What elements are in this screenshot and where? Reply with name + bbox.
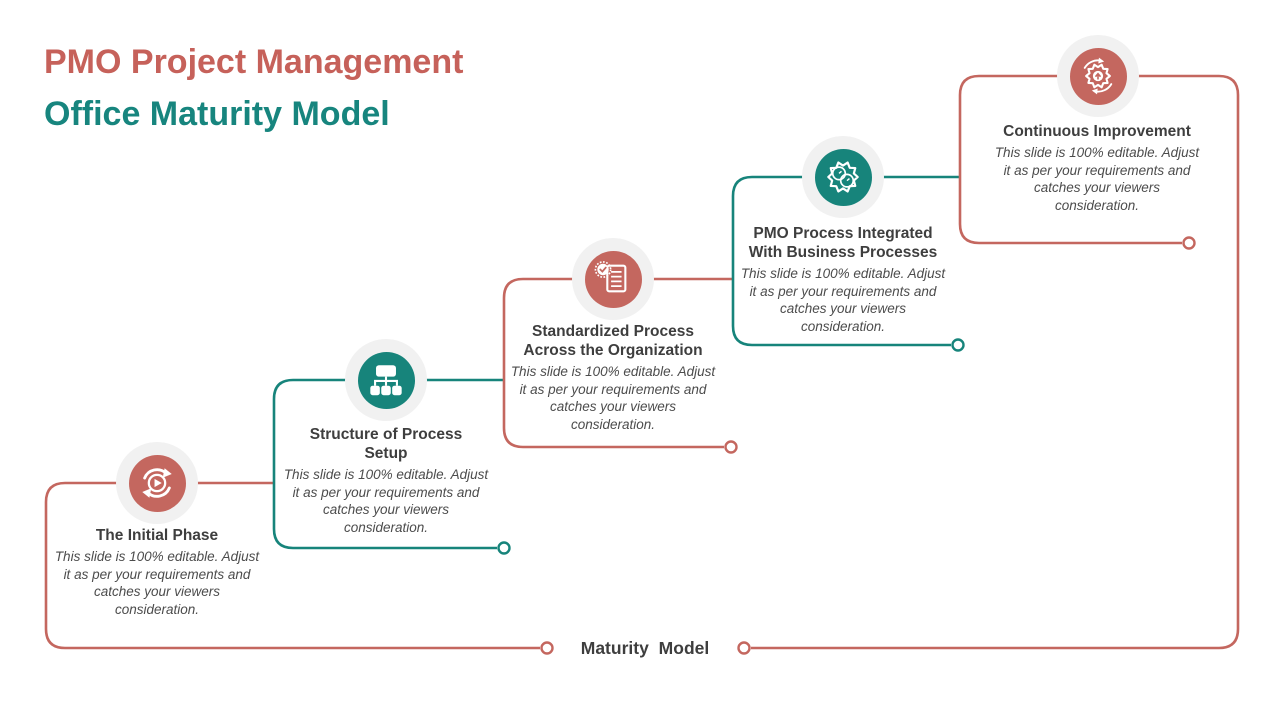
stage-3-icon-badge <box>572 238 654 320</box>
page-title-line1: PMO Project Management <box>44 43 464 81</box>
stage-3-endpoint-dot <box>724 440 738 454</box>
page-title-line2: Office Maturity Model <box>44 95 390 133</box>
stage-3-connector <box>502 277 733 449</box>
certified-document-icon <box>594 261 627 293</box>
stage-1-text: The Initial Phase This slide is 100% edi… <box>27 526 287 618</box>
stage-4-title: PMO Process Integrated With Business Pro… <box>713 224 973 262</box>
stage-3-text: Standardized Process Across the Organiza… <box>483 322 743 433</box>
stage-5-description: This slide is 100% editable. Adjust it a… <box>994 145 1200 213</box>
stage-1-title: The Initial Phase <box>27 526 287 545</box>
stage-4-title-line: With Business Processes <box>748 244 938 261</box>
stage-1-icon-circle <box>128 454 186 512</box>
stage-5-title: Continuous Improvement <box>967 122 1227 141</box>
stage-5-text: Continuous Improvement This slide is 100… <box>967 122 1227 214</box>
stage-5-icon-circle <box>1069 47 1127 105</box>
stage-4-text: PMO Process Integrated With Business Pro… <box>713 224 973 335</box>
stage-2-connector <box>272 378 504 550</box>
stage-2-endpoint-dot <box>497 541 511 555</box>
stage-3-icon-circle <box>584 250 642 308</box>
gears-integration-icon <box>827 161 859 193</box>
stage-4-title-line: PMO Process Integrated <box>753 225 933 242</box>
stage-2-title-line: Setup <box>364 445 408 462</box>
stage-2-text: Structure of Process Setup This slide is… <box>256 425 516 536</box>
stage-4-description: This slide is 100% editable. Adjust it a… <box>740 266 946 334</box>
stage-2-icon-badge <box>345 339 427 421</box>
stage-2-icon-circle <box>357 351 415 409</box>
stage-5-icon-badge <box>1057 35 1139 117</box>
maturity-model-label: Maturity Model <box>580 638 710 658</box>
baseline-endpoint-dot <box>737 641 751 655</box>
stage-2-title-line: Structure of Process <box>309 426 463 443</box>
stage-1-icon-badge <box>116 442 198 524</box>
gear-growth-icon <box>1083 57 1113 95</box>
stage-5-title-line: Continuous Improvement <box>1003 123 1191 140</box>
stage-3-title-line: Across the Organization <box>523 342 703 359</box>
stage-5-endpoint-dot <box>1182 236 1196 250</box>
stage-2-title: Structure of Process Setup <box>256 425 516 463</box>
stage-4-icon-circle <box>814 148 872 206</box>
stage-1-connector <box>44 481 540 650</box>
stage-3-description: This slide is 100% editable. Adjust it a… <box>510 364 716 432</box>
stage-1-endpoint-dot <box>540 641 554 655</box>
stage-1-title-line: The Initial Phase <box>95 527 219 544</box>
page-title: PMO Project Management Office Maturity M… <box>44 36 463 140</box>
stage-3-title-line: Standardized Process <box>532 323 694 340</box>
stage-4-endpoint-dot <box>951 338 965 352</box>
refresh-play-icon <box>142 468 172 498</box>
stage-4-icon-badge <box>802 136 884 218</box>
stage-3-title: Standardized Process Across the Organiza… <box>483 322 743 360</box>
stage-4-connector <box>731 175 960 347</box>
org-chart-icon <box>370 365 402 396</box>
stage-1-description: This slide is 100% editable. Adjust it a… <box>54 549 260 617</box>
stage-2-description: This slide is 100% editable. Adjust it a… <box>283 467 489 535</box>
